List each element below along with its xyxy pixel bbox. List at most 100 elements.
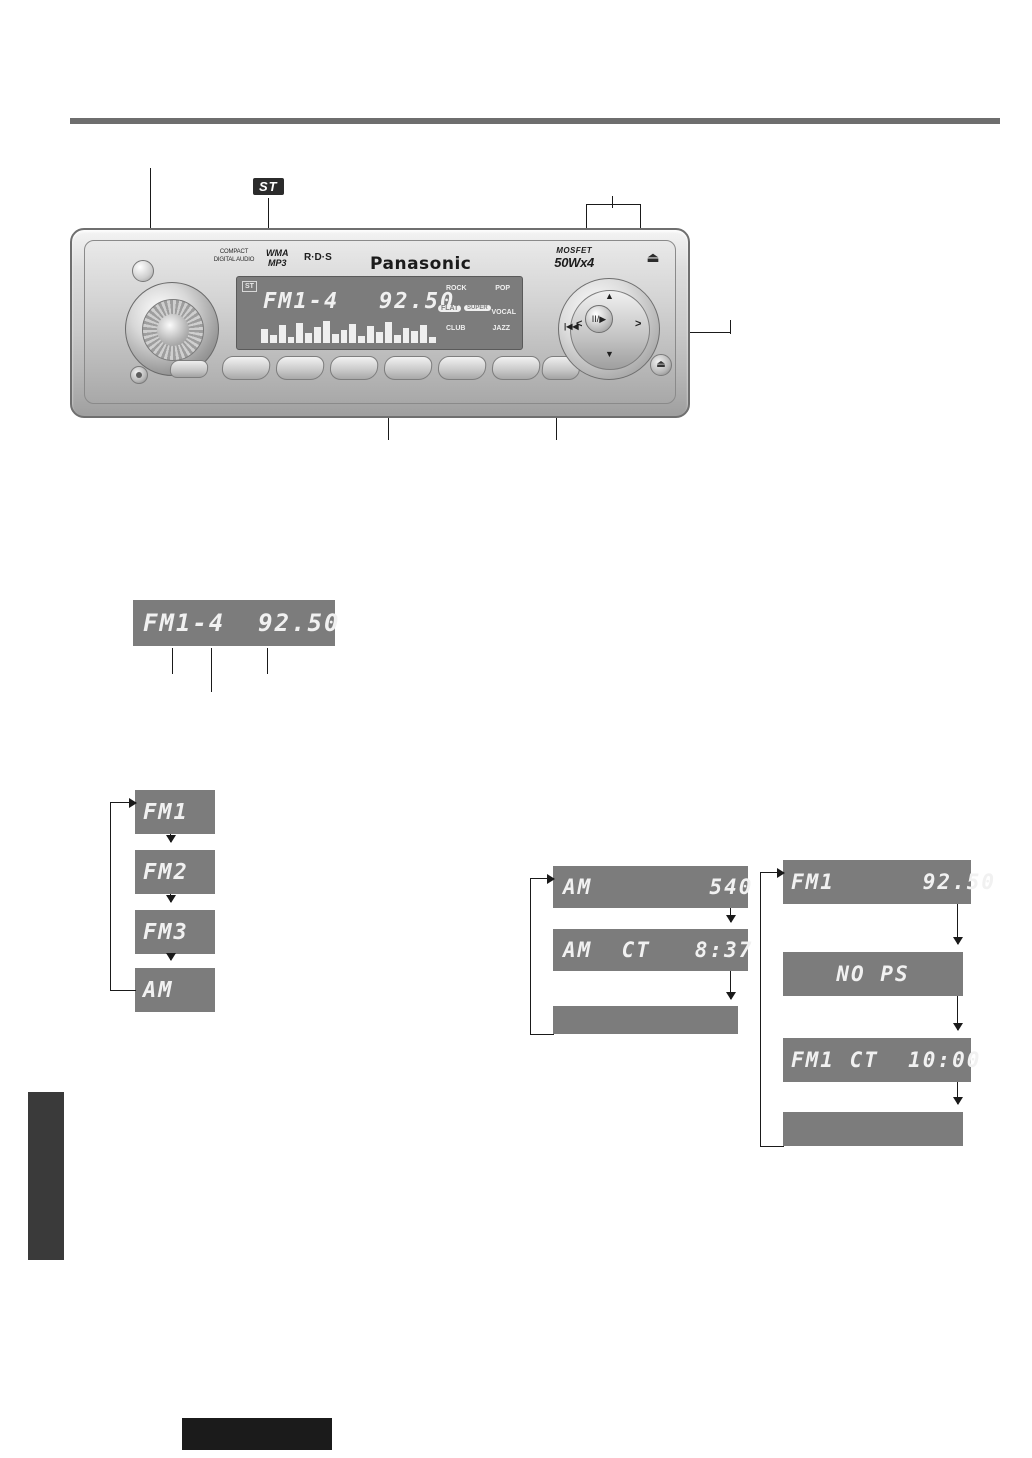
- am-flow-step-blank: [553, 1006, 738, 1034]
- fm-flow-step-1: FM1 92.50: [783, 860, 994, 904]
- eq-bar-13: [367, 326, 374, 343]
- eq-bar-15: [384, 322, 392, 343]
- detail-leader-3: [267, 648, 268, 674]
- eq-bar-2: [269, 335, 277, 343]
- stereo-icon: ST: [242, 281, 257, 292]
- eq-bar-10: [340, 330, 348, 343]
- fm-flow-step-blank: [783, 1112, 963, 1146]
- leader-line-pad-bracket: [586, 204, 640, 205]
- eq-bar-12: [358, 336, 366, 343]
- preset-button-row: [220, 356, 542, 380]
- eq-bar-16: [393, 335, 401, 343]
- leader-line-pad-stem: [612, 196, 613, 208]
- pad-right-icon[interactable]: >: [635, 318, 642, 330]
- sq-label-flat: FLAT: [438, 305, 462, 312]
- band-loop-bottom: [110, 990, 136, 991]
- pad-down-icon[interactable]: ▼: [605, 349, 614, 359]
- lcd-sound-quality-indicators: ROCK POP FLAT VOCAL CLUB JAZZ SUPER: [438, 285, 516, 337]
- head-unit-illustration: COMPACT DIGITAL AUDIO WMA MP3 R·D·S Pana…: [70, 228, 690, 418]
- am-loop-left: [530, 878, 531, 1035]
- volume-knob-center: [157, 314, 189, 346]
- page-side-tab: [28, 1092, 64, 1260]
- eq-bar-6: [305, 333, 313, 343]
- band-sequence-item-fm3: FM3: [135, 910, 215, 954]
- eq-bar-5: [296, 323, 304, 343]
- lcd-band-text: FM1-4: [263, 289, 340, 314]
- display-detail-panel: FM1-4 92.50: [133, 600, 338, 646]
- page-top-rule: [70, 118, 1000, 124]
- eq-bar-18: [411, 331, 419, 343]
- fm-flow-step-2: NO PS: [783, 952, 963, 996]
- band-arrow-3: [166, 953, 176, 961]
- preset-button-4[interactable]: [382, 356, 434, 380]
- eq-bar-17: [402, 328, 410, 343]
- leader-line-power: [150, 168, 151, 260]
- sq-label-rock: ROCK: [446, 285, 467, 292]
- am-loop-bottom: [530, 1034, 554, 1035]
- preset-button-1[interactable]: [220, 356, 272, 380]
- eq-bar-19: [420, 325, 428, 343]
- eq-bar-1: [261, 329, 268, 343]
- volume-knob-ring: [142, 299, 204, 361]
- eq-bar-8: [322, 321, 330, 343]
- source-button[interactable]: [169, 360, 209, 378]
- fm-arrow-2: [953, 996, 963, 1031]
- detail-leader-2: [211, 648, 212, 692]
- band-loop-left: [110, 802, 111, 991]
- rds-logo: R·D·S: [304, 252, 332, 263]
- sq-label-club: CLUB: [446, 325, 466, 332]
- eq-bar-11: [349, 324, 357, 343]
- sq-label-pop: POP: [495, 285, 510, 292]
- am-arrow-1: [726, 908, 736, 923]
- compact-disc-logo: COMPACT DIGITAL AUDIO: [213, 249, 255, 263]
- preset-button-5[interactable]: [436, 356, 488, 380]
- am-flow-step-2: AM CT 8:37: [553, 929, 751, 971]
- reset-button[interactable]: [130, 366, 148, 384]
- eject-icon[interactable]: ⏏: [646, 249, 660, 265]
- page-bottom-bar: [182, 1418, 332, 1450]
- sq-label-super: SUPER: [464, 305, 491, 311]
- brand-logo: Panasonic: [370, 254, 472, 274]
- lcd-spectrum-analyzer: [261, 321, 436, 343]
- control-pad-ring: [570, 290, 650, 370]
- am-loop-top: [530, 874, 555, 884]
- detail-leader-1: [172, 648, 173, 674]
- eject-button[interactable]: ⏏: [650, 354, 672, 376]
- preset-button-2[interactable]: [274, 356, 326, 380]
- sq-label-vocal: VOCAL: [491, 309, 517, 316]
- stereo-indicator-badge: ST: [253, 178, 284, 195]
- eq-bar-14: [375, 332, 383, 343]
- preset-button-3[interactable]: [328, 356, 380, 380]
- fm-loop-left: [760, 872, 761, 1147]
- fm-arrow-1: [953, 904, 963, 945]
- fm-arrow-3: [953, 1082, 963, 1105]
- eq-bar-3: [278, 325, 286, 343]
- mosfet-logo: MOSFET 50Wx4: [554, 246, 594, 270]
- band-sequence-item-fm1: FM1: [135, 790, 215, 834]
- eq-bar-7: [314, 327, 321, 343]
- eq-bar-9: [331, 334, 339, 343]
- lcd-display: ST FM1-4 92.50 ROCK POP FLAT VOCAL CLUB …: [236, 276, 523, 350]
- tune-previous-icon: |◀◀: [564, 322, 579, 331]
- band-sequence-item-fm2: FM2: [135, 850, 215, 894]
- control-pad[interactable]: II/▶ ▲ ▼ < > |◀◀: [558, 278, 660, 380]
- preset-button-6[interactable]: [490, 356, 542, 380]
- wma-mp3-logo: WMA MP3: [266, 248, 289, 268]
- band-arrow-1: [166, 834, 176, 843]
- pad-left-icon[interactable]: <: [576, 318, 583, 330]
- band-arrow-2: [166, 894, 176, 903]
- band-loop-top: [110, 798, 137, 808]
- fm-loop-top: [760, 868, 785, 878]
- play-pause-button[interactable]: II/▶: [585, 305, 613, 333]
- leader-line-center-button-stem: [730, 320, 731, 334]
- eq-bar-20: [429, 337, 436, 343]
- sq-label-jazz: JAZZ: [492, 325, 511, 332]
- fm-loop-bottom: [760, 1146, 784, 1147]
- power-button[interactable]: [132, 260, 154, 282]
- fm-flow-step-3: FM1 CT 10:00: [783, 1038, 979, 1082]
- am-arrow-2: [726, 971, 736, 1000]
- band-sequence-item-am: AM: [135, 968, 215, 1012]
- am-flow-step-1: AM 540: [553, 866, 751, 908]
- pad-up-icon[interactable]: ▲: [605, 291, 614, 301]
